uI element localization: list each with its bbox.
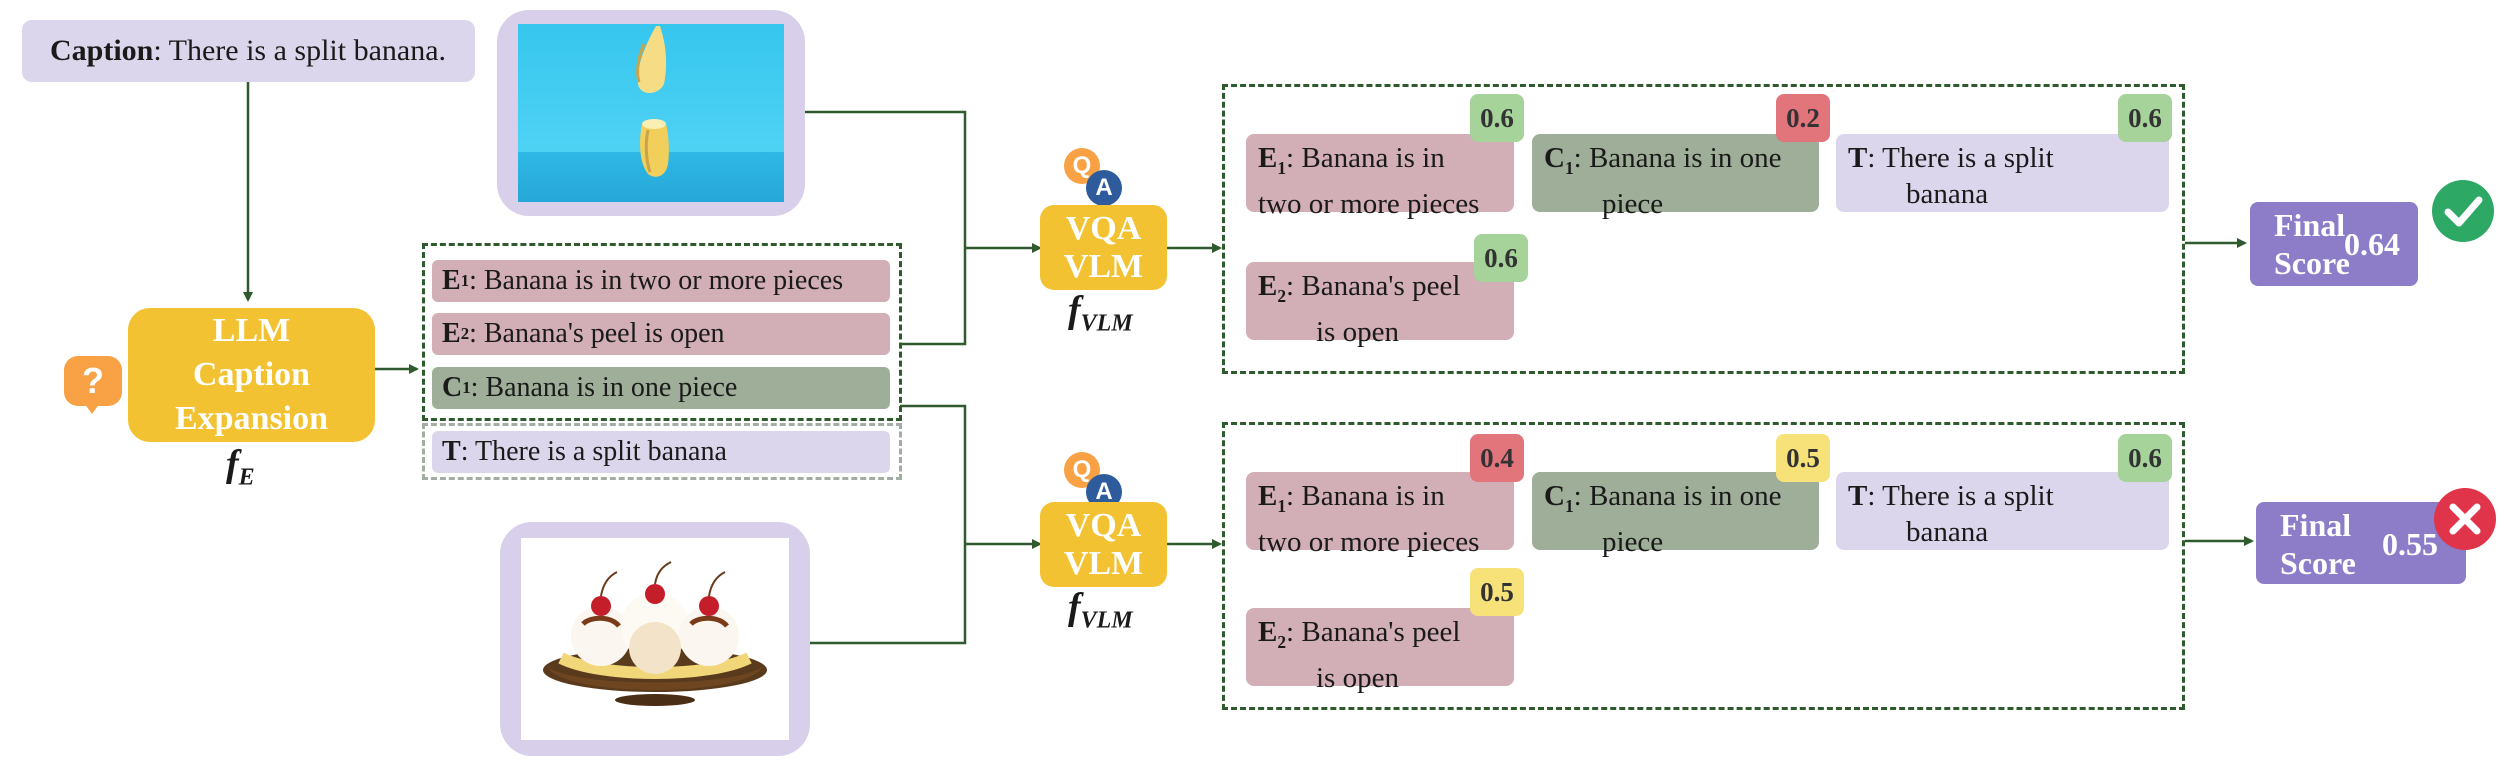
score-badge: 0.2 <box>1776 94 1830 142</box>
qa-answer-icon: A <box>1086 170 1122 206</box>
line-list-to-vqa1 <box>900 248 967 346</box>
score-badge: 0.6 <box>1470 94 1524 142</box>
final-score-value: 0.64 <box>2344 226 2400 262</box>
line-image2-to-vqa2 <box>810 544 967 645</box>
llm-line3: Expansion <box>174 400 329 437</box>
target-prompt-box <box>422 423 902 480</box>
llm-line2: Caption <box>192 356 311 393</box>
score-badge: 0.6 <box>1474 234 1528 282</box>
score-badge: 0.6 <box>2118 94 2172 142</box>
func-fvlm-label-bottom: fVLM <box>1068 586 1133 634</box>
score-badge: 0.5 <box>1470 568 1524 616</box>
caption-text: : There is a split banana. <box>153 34 447 67</box>
check-icon <box>2432 180 2494 242</box>
expanded-prompts-box <box>422 243 902 421</box>
score-badge: 0.5 <box>1776 434 1830 482</box>
image-split-banana <box>518 24 784 202</box>
caption-label: Caption <box>50 34 154 67</box>
caption-box: Caption: There is a split banana. <box>22 20 475 82</box>
banana-split-drawing <box>543 561 767 706</box>
prompt-target: T: There is a split banana <box>432 431 890 473</box>
func-fvlm-label-top: fVLM <box>1068 289 1133 337</box>
score-badge: 0.4 <box>1470 434 1524 482</box>
final-score-value: 0.55 <box>2382 526 2438 562</box>
question-bubble-icon: ? <box>64 356 122 406</box>
line-list-to-vqa2 <box>900 404 967 544</box>
score-badge: 0.6 <box>2118 434 2172 482</box>
line-image1-to-vqa1 <box>805 110 967 248</box>
results-panel-bottom <box>1222 422 2185 710</box>
split-banana-drawing <box>636 26 669 177</box>
func-fe-label: fE <box>226 443 255 491</box>
llm-line1: LLM <box>212 312 291 349</box>
cross-icon <box>2434 488 2496 550</box>
llm-caption-expansion-box: LLM Caption Expansion <box>128 308 375 442</box>
results-panel-top <box>1222 84 2185 374</box>
image-banana-split <box>521 538 789 740</box>
question-bubble-tail <box>82 400 102 414</box>
